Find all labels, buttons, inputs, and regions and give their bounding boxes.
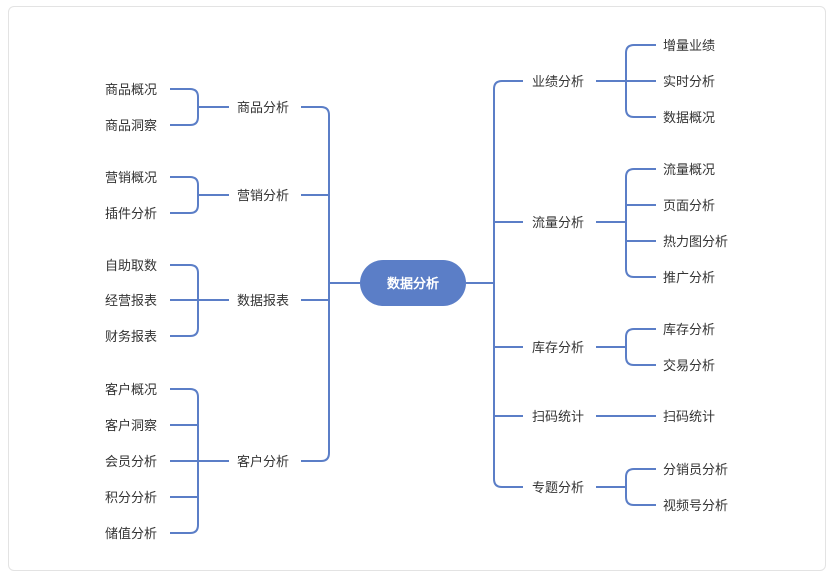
left-level1-nodes: 商品分析 营销分析 数据报表 客户分析	[237, 101, 289, 470]
left-node-营销分析[interactable]: 营销分析	[237, 189, 289, 204]
leaf-库存分析[interactable]: 库存分析	[663, 322, 715, 338]
center-node[interactable]: 数据分析	[360, 260, 466, 306]
left-branch-1-lines	[170, 88, 229, 126]
leaf-交易分析[interactable]: 交易分析	[663, 358, 715, 374]
left-branch-4-lines	[170, 388, 229, 534]
leaf-实时分析[interactable]: 实时分析	[663, 75, 715, 90]
leaf-视频号分析[interactable]: 视频号分析	[663, 499, 728, 514]
left-node-数据报表[interactable]: 数据报表	[237, 294, 289, 309]
leaf-商品洞察[interactable]: 商品洞察	[105, 119, 157, 134]
leaf-自助取数[interactable]: 自助取数	[105, 259, 157, 274]
right-branch-1-lines	[596, 44, 656, 118]
leaf-商品概况[interactable]: 商品概况	[105, 83, 157, 98]
leaf-经营报表[interactable]: 经营报表	[105, 294, 157, 309]
left-node-客户分析[interactable]: 客户分析	[237, 454, 289, 470]
left-leaf-nodes: 商品概况 商品洞察 营销概况 插件分析 自助取数 经营报表 财务报表 客户概况 …	[105, 83, 157, 542]
right-node-专题分析[interactable]: 专题分析	[532, 481, 584, 496]
leaf-数据概况[interactable]: 数据概况	[663, 111, 715, 126]
leaf-扫码统计[interactable]: 扫码统计	[663, 410, 715, 425]
leaf-分销员分析[interactable]: 分销员分析	[663, 463, 728, 478]
connector-lines	[170, 44, 656, 534]
right-branch-2-lines	[596, 168, 656, 278]
right-level1-nodes: 业绩分析 流量分析 库存分析 扫码统计 专题分析	[532, 75, 584, 496]
leaf-流量概况[interactable]: 流量概况	[663, 163, 715, 178]
right-node-库存分析[interactable]: 库存分析	[532, 340, 584, 356]
left-branch-3-lines	[170, 264, 229, 337]
left-trunk-line	[301, 106, 330, 462]
right-trunk-line	[493, 80, 523, 488]
center-node-label: 数据分析	[387, 276, 439, 292]
leaf-增量业绩[interactable]: 增量业绩	[663, 39, 715, 54]
leaf-客户概况[interactable]: 客户概况	[105, 382, 157, 398]
center-node-pill	[360, 260, 466, 306]
right-node-流量分析[interactable]: 流量分析	[532, 216, 584, 231]
leaf-营销概况[interactable]: 营销概况	[105, 171, 157, 186]
leaf-储值分析[interactable]: 储值分析	[105, 526, 157, 542]
right-branch-5-lines	[596, 468, 656, 506]
leaf-财务报表[interactable]: 财务报表	[105, 329, 157, 345]
left-branch-2-lines	[170, 176, 229, 214]
leaf-页面分析[interactable]: 页面分析	[663, 199, 715, 214]
leaf-客户洞察[interactable]: 客户洞察	[105, 418, 157, 434]
right-node-扫码统计[interactable]: 扫码统计	[532, 410, 584, 425]
leaf-推广分析[interactable]: 推广分析	[663, 271, 715, 286]
right-branch-3-lines	[596, 328, 656, 366]
right-node-业绩分析[interactable]: 业绩分析	[532, 75, 584, 90]
right-leaf-nodes: 增量业绩 实时分析 数据概况 流量概况 页面分析 热力图分析 推广分析 库存分析…	[663, 39, 728, 514]
leaf-插件分析[interactable]: 插件分析	[105, 207, 157, 222]
leaf-积分分析[interactable]: 积分分析	[105, 491, 157, 506]
leaf-热力图分析[interactable]: 热力图分析	[663, 235, 728, 250]
leaf-会员分析[interactable]: 会员分析	[105, 455, 157, 470]
left-node-商品分析[interactable]: 商品分析	[237, 101, 289, 116]
